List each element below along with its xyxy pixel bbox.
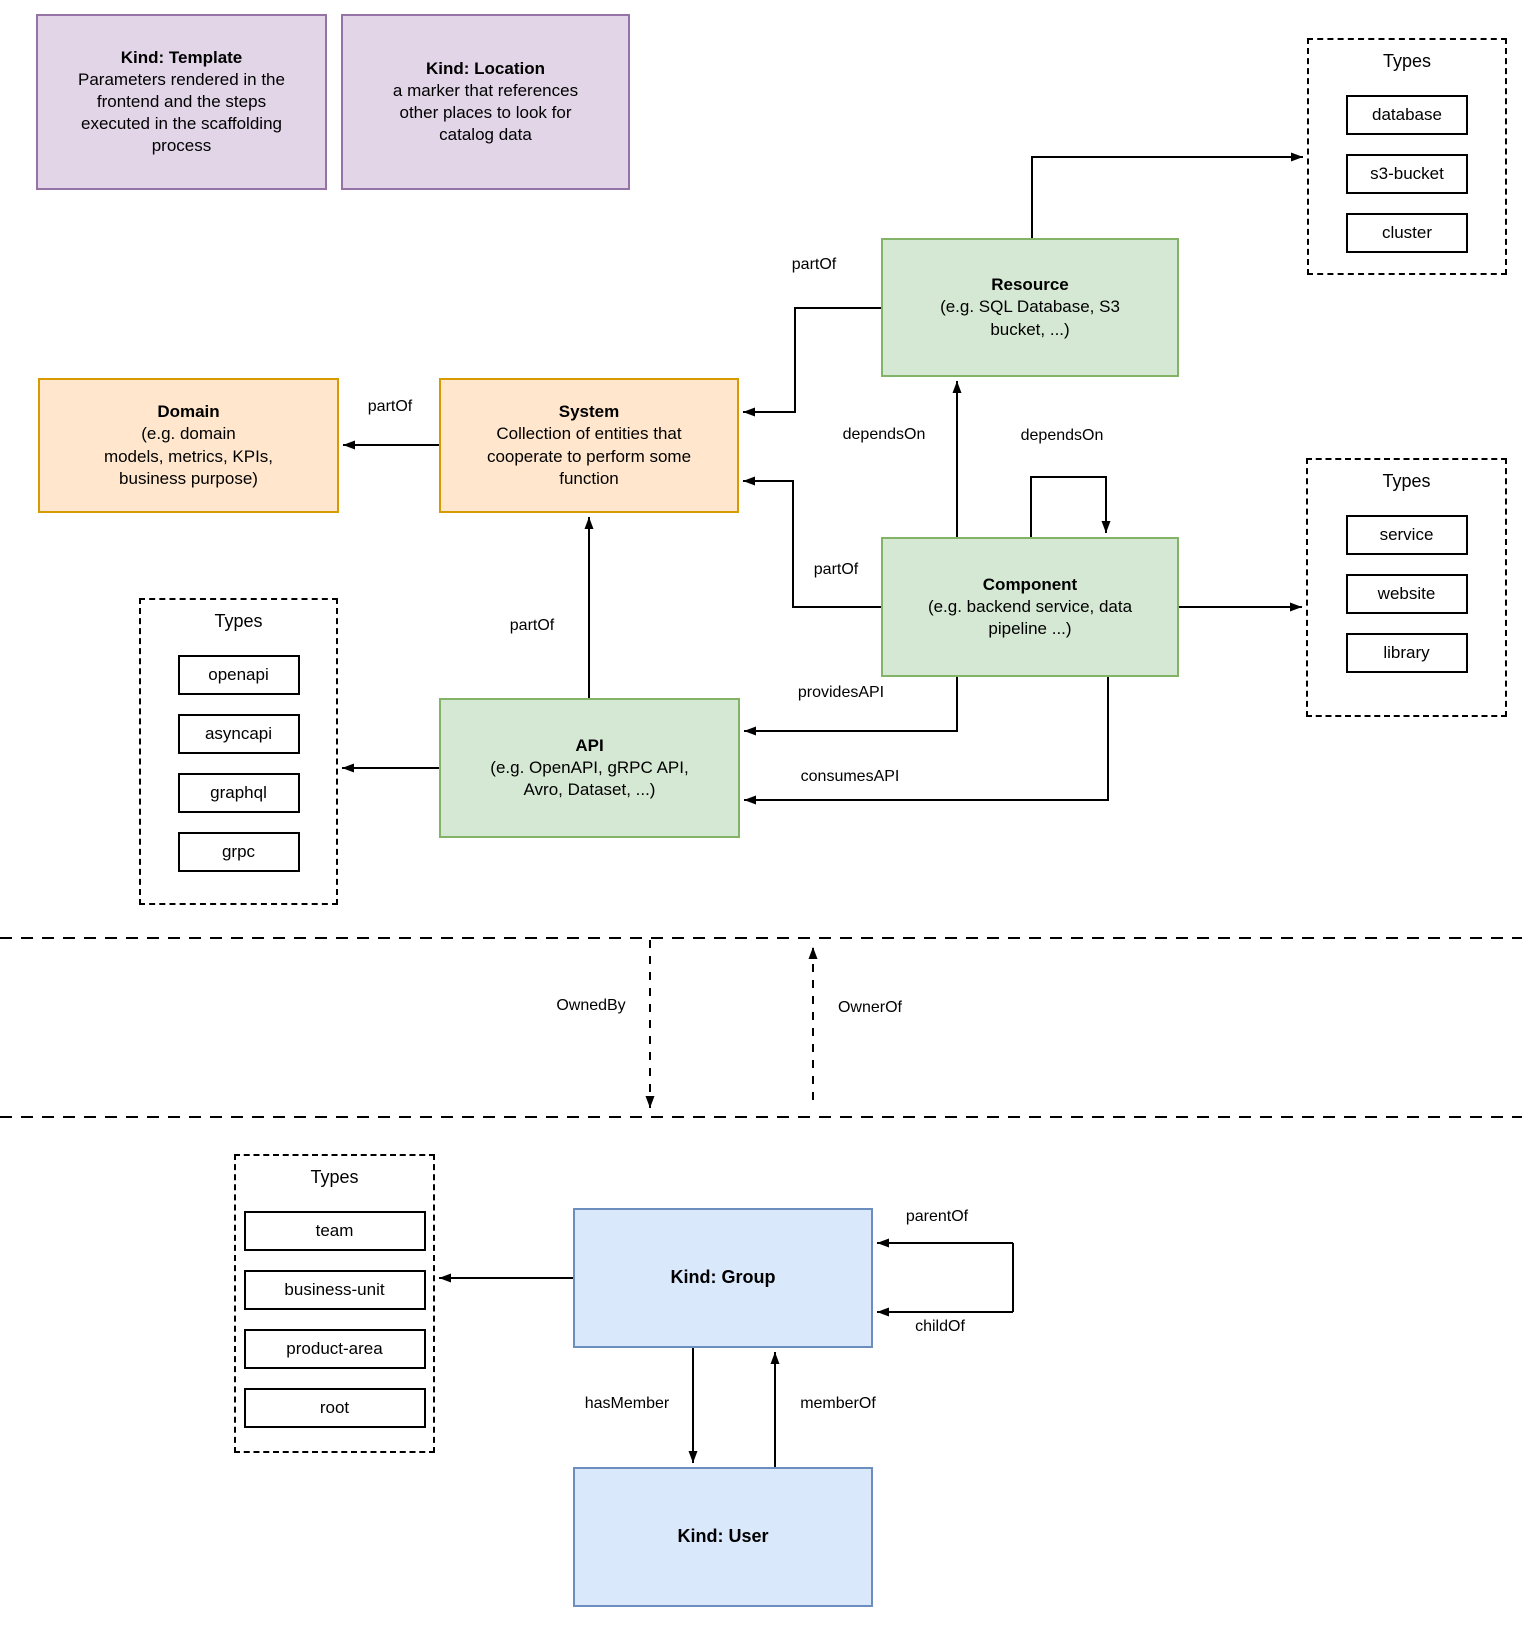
edge-component-dependson-self bbox=[1030, 476, 1111, 537]
label-component-partof-system: partOf bbox=[813, 561, 859, 578]
node-api-description: (e.g. OpenAPI, gRPC API, Avro, Dataset, … bbox=[490, 757, 689, 800]
node-kind-user-title: Kind: User bbox=[677, 1526, 769, 1547]
typebox-component-types: Types service website library bbox=[1306, 458, 1507, 717]
label-resource-partof-system: partOf bbox=[791, 256, 837, 273]
label-system-partof-domain: partOf bbox=[367, 398, 413, 415]
label-hasmember: hasMember bbox=[584, 1395, 670, 1412]
label-component-dependson-self: dependsOn bbox=[1020, 427, 1104, 444]
node-system-description: Collection of entities that cooperate to… bbox=[486, 424, 692, 488]
type-item-graphql: graphql bbox=[177, 773, 300, 813]
node-domain-description: (e.g. domain models, metrics, KPIs, busi… bbox=[103, 424, 274, 488]
typebox-api-types: Types openapi asyncapi graphql grpc bbox=[139, 598, 338, 905]
node-kind-template-title: Kind: Template bbox=[120, 47, 243, 67]
node-domain-title: Domain bbox=[157, 402, 220, 422]
node-resource: Resource (e.g. SQL Database, S3 bucket, … bbox=[881, 238, 1179, 377]
typebox-component-title: Types bbox=[1382, 471, 1431, 491]
node-kind-location-description: a marker that references other places to… bbox=[392, 80, 579, 145]
type-item-database: database bbox=[1346, 95, 1468, 135]
node-resource-description: (e.g. SQL Database, S3 bucket, ...) bbox=[940, 297, 1120, 339]
edge-component-consumesapi bbox=[744, 677, 1109, 805]
type-item-team: team bbox=[243, 1211, 426, 1251]
edge-component-partof-system bbox=[743, 476, 881, 608]
label-ownedby: OwnedBy bbox=[556, 997, 626, 1014]
label-providesapi: providesAPI bbox=[797, 684, 885, 701]
edge-resource-partof-system bbox=[743, 307, 881, 417]
type-item-grpc: grpc bbox=[177, 832, 300, 872]
node-kind-user: Kind: User bbox=[573, 1467, 873, 1607]
type-item-s3-bucket: s3-bucket bbox=[1346, 154, 1468, 194]
label-consumesapi: consumesAPI bbox=[800, 768, 900, 785]
node-kind-template: Kind: Template Parameters rendered in th… bbox=[36, 14, 327, 190]
node-kind-group: Kind: Group bbox=[573, 1208, 873, 1348]
typebox-api-title: Types bbox=[214, 611, 263, 631]
label-childof: childOf bbox=[915, 1318, 965, 1335]
edge-component-providesapi bbox=[744, 677, 958, 736]
label-component-dependson-resource: dependsOn bbox=[842, 426, 926, 443]
type-item-asyncapi: asyncapi bbox=[177, 714, 300, 754]
type-item-product-area: product-area bbox=[243, 1329, 426, 1369]
node-api: API (e.g. OpenAPI, gRPC API, Avro, Datas… bbox=[439, 698, 740, 838]
node-kind-location-title: Kind: Location bbox=[426, 58, 545, 78]
type-item-service: service bbox=[1345, 515, 1468, 555]
type-item-website: website bbox=[1345, 574, 1468, 614]
label-parentof: parentOf bbox=[905, 1208, 969, 1225]
type-item-openapi: openapi bbox=[177, 655, 300, 695]
node-kind-location: Kind: Location a marker that references … bbox=[341, 14, 630, 190]
node-kind-group-title: Kind: Group bbox=[670, 1267, 776, 1288]
typebox-group-title: Types bbox=[310, 1167, 359, 1187]
node-kind-template-description: Parameters rendered in the frontend and … bbox=[78, 69, 285, 156]
type-item-cluster: cluster bbox=[1346, 213, 1468, 253]
typebox-group-types: Types team business-unit product-area ro… bbox=[234, 1154, 435, 1453]
node-api-title: API bbox=[575, 735, 604, 755]
type-item-business-unit: business-unit bbox=[243, 1270, 426, 1310]
edge-resource-to-types bbox=[1031, 152, 1303, 238]
label-ownerof: OwnerOf bbox=[837, 999, 902, 1016]
typebox-resource-types: Types database s3-bucket cluster bbox=[1307, 38, 1507, 275]
type-item-root: root bbox=[243, 1388, 426, 1428]
node-domain: Domain (e.g. domain models, metrics, KPI… bbox=[38, 378, 339, 513]
label-memberof: memberOf bbox=[800, 1395, 876, 1412]
node-component-title: Component bbox=[982, 574, 1078, 594]
node-component-description: (e.g. backend service, data pipeline ...… bbox=[927, 596, 1133, 639]
label-api-partof-system: partOf bbox=[509, 617, 555, 634]
node-resource-title: Resource bbox=[991, 275, 1069, 295]
node-system-title: System bbox=[558, 402, 620, 422]
node-component: Component (e.g. backend service, data pi… bbox=[881, 537, 1179, 677]
node-system: System Collection of entities that coope… bbox=[439, 378, 739, 513]
type-item-library: library bbox=[1345, 633, 1468, 673]
typebox-resource-title: Types bbox=[1382, 51, 1432, 71]
